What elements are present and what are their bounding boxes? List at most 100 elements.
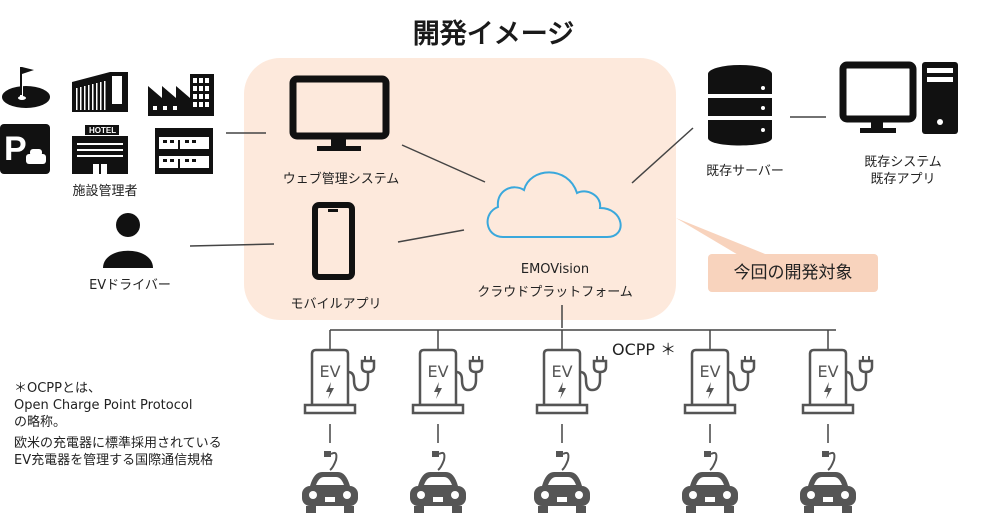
car-headlight	[723, 491, 731, 499]
factory-icon	[148, 74, 214, 116]
svg-text:P: P	[4, 130, 27, 168]
car-headlight	[343, 491, 351, 499]
car-wheel	[306, 506, 316, 513]
plug-icon	[360, 359, 376, 374]
line-driver-mobile	[189, 243, 275, 247]
footnote-line: Open Charge Point Protocol	[14, 398, 193, 413]
car-wheel	[724, 506, 734, 513]
car-plug-cable	[709, 451, 718, 471]
existing-system-label: 既存システム	[864, 155, 942, 170]
cloud-icon	[486, 171, 622, 238]
car-headlight	[575, 491, 583, 499]
charger-unit: EV	[410, 330, 484, 513]
cloud-platform-label: クラウドプラットフォーム	[477, 285, 633, 300]
ev-charger-icon	[690, 348, 730, 407]
lightning-icon	[326, 382, 334, 399]
car-window	[424, 477, 452, 485]
footnote-line: ＊OCPPとは、	[14, 381, 101, 396]
charger-unit: EV	[800, 330, 874, 513]
ev-charger-icon	[808, 348, 848, 407]
car-wheel	[686, 506, 696, 513]
monitor-icon	[289, 75, 390, 151]
car-window	[316, 477, 344, 485]
car-plug-icon	[432, 451, 439, 457]
lightning-icon	[558, 382, 566, 399]
car-wheel	[414, 506, 424, 513]
facility-icons: P HOTEL	[0, 67, 214, 174]
connector-lines	[189, 116, 836, 331]
charger-unit: EV	[682, 330, 756, 513]
plug-icon	[592, 359, 608, 374]
charger-unit: EV	[302, 330, 376, 513]
footnote-line: 欧米の充電器に標準採用されている	[14, 436, 222, 451]
charger-ev-text: EV	[699, 362, 720, 381]
charger-cable	[727, 370, 750, 392]
existing-app-label: 既存アプリ	[870, 172, 936, 187]
desktop-computer-icon	[839, 61, 958, 134]
footnote-line: の略称。	[14, 415, 67, 430]
car-plate	[433, 497, 443, 502]
ev-car-icon	[682, 486, 738, 506]
car-window	[814, 477, 842, 485]
charger-base	[411, 403, 465, 415]
golf-course-icon	[2, 67, 50, 108]
charger-base	[683, 403, 737, 415]
car-plug-cable	[437, 451, 446, 471]
line-web-cloud	[401, 144, 486, 183]
lightning-icon	[706, 382, 714, 399]
charger-cable	[455, 370, 478, 392]
car-plug-icon	[704, 451, 711, 457]
car-plug-cable	[329, 451, 338, 471]
car-plug-icon	[822, 451, 829, 457]
charger-base	[535, 403, 589, 415]
diagram-title: 開発イメージ	[412, 19, 575, 50]
ocpp-footnote: ＊OCPPとは、 Open Charge Point Protocol の略称。…	[14, 380, 222, 469]
footnote-line: EV充電器を管理する国際通信規格	[14, 453, 214, 468]
charger-ev-text: EV	[817, 362, 838, 381]
car-headlight	[689, 491, 697, 499]
charging-stations: EV EV EV EV EV	[302, 330, 874, 513]
callout-pointer	[676, 218, 770, 256]
car-headlight	[417, 491, 425, 499]
car-wheel	[452, 506, 462, 513]
car-headlight	[841, 491, 849, 499]
lightning-icon	[824, 382, 832, 399]
hotel-sign-text: HOTEL	[89, 126, 116, 135]
charger-cable	[347, 370, 370, 392]
car-headlight	[451, 491, 459, 499]
car-wheel	[842, 506, 852, 513]
car-plate	[823, 497, 833, 502]
car-plate	[557, 497, 567, 502]
mobile-app-label: モバイルアプリ	[290, 297, 382, 312]
hotel-icon: HOTEL	[72, 125, 128, 174]
plug-icon	[858, 359, 874, 374]
existing-server-label: 既存サーバー	[706, 164, 784, 179]
charger-unit: EV	[534, 330, 608, 513]
charger-ev-text: EV	[319, 362, 340, 381]
ev-car-icon	[410, 486, 466, 506]
car-wheel	[576, 506, 586, 513]
ocpp-label: OCPP ＊	[612, 340, 677, 359]
charger-base	[303, 403, 357, 415]
car-plug-icon	[556, 451, 563, 457]
car-wheel	[538, 506, 548, 513]
shopping-mall-icon	[72, 72, 128, 112]
plug-icon	[740, 359, 756, 374]
charger-cable	[845, 370, 868, 392]
parking-icon: P	[0, 124, 50, 174]
ev-car-icon	[800, 486, 856, 506]
car-plug-cable	[561, 451, 570, 471]
smartphone-icon	[312, 202, 355, 280]
car-plate	[325, 497, 335, 502]
web-admin-label: ウェブ管理システム	[282, 172, 400, 187]
plug-icon	[468, 359, 484, 374]
ev-charger-icon	[418, 348, 458, 407]
car-plate	[705, 497, 715, 502]
car-headlight	[309, 491, 317, 499]
car-window	[696, 477, 724, 485]
charger-base	[801, 403, 855, 415]
ev-driver-label: EVドライバー	[89, 278, 171, 293]
ev-car-icon	[534, 486, 590, 506]
ev-car-icon	[302, 486, 358, 506]
